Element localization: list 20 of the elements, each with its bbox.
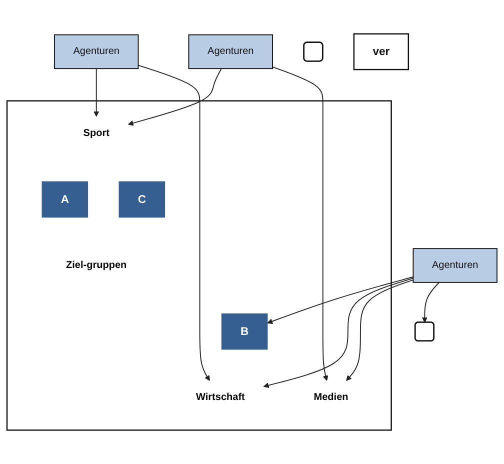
node-text: Wirtschaft bbox=[196, 392, 245, 403]
arrow bbox=[138, 64, 210, 381]
node-box: Agenturen bbox=[188, 34, 273, 70]
node-text: Sport bbox=[83, 128, 110, 138]
node-text: Medien bbox=[314, 392, 348, 403]
node-box: A bbox=[42, 181, 88, 218]
arrow bbox=[346, 279, 414, 381]
arrow bbox=[272, 66, 328, 381]
arrow bbox=[128, 68, 222, 126]
arrow bbox=[94, 68, 100, 117]
node-box: Agenturen bbox=[54, 34, 139, 70]
node-box: B bbox=[221, 313, 268, 350]
node-box: C bbox=[118, 181, 166, 218]
cluster bbox=[6, 100, 392, 431]
node-box: Agenturen bbox=[412, 248, 498, 283]
arrow bbox=[267, 276, 414, 324]
node-text: Ziel-gruppen bbox=[66, 260, 127, 270]
node-box: ver bbox=[353, 33, 410, 70]
arrow bbox=[263, 278, 414, 388]
arrow bbox=[422, 282, 440, 323]
